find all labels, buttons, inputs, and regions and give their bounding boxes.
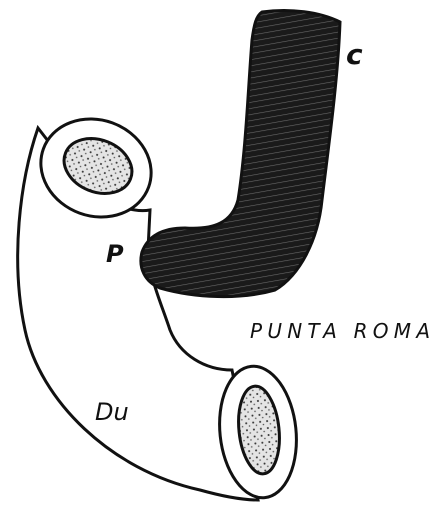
label-du: Du [95, 398, 129, 426]
label-punta-roma: PUNTA ROMA [250, 319, 430, 343]
label-p: P [106, 240, 124, 268]
label-c: c [346, 38, 363, 71]
stomach-dark-tissue [141, 10, 340, 296]
